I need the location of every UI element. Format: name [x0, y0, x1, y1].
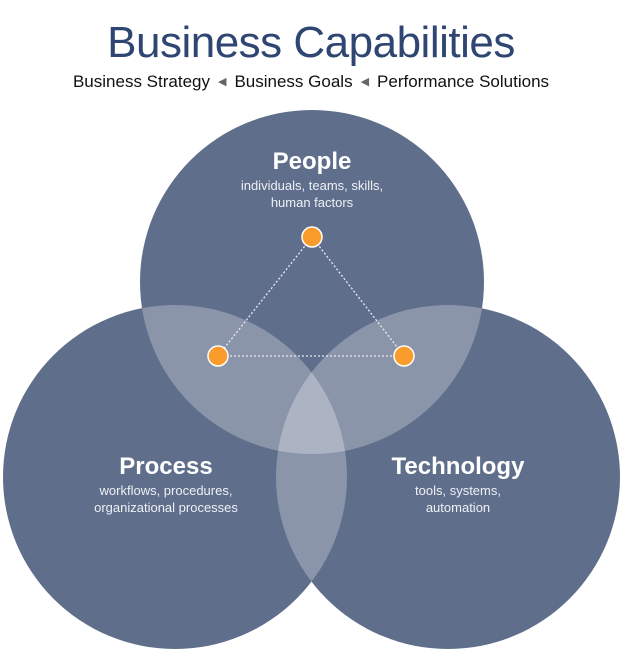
- process-desc-line2: organizational processes: [94, 500, 238, 515]
- overlap-people-process: [140, 305, 347, 454]
- node-people: [301, 226, 323, 248]
- circle-technology: [276, 305, 620, 649]
- flow-item-strategy: Business Strategy: [72, 72, 210, 91]
- people-desc-line1: individuals, teams, skills,: [240, 178, 384, 193]
- technology-desc-line1: tools, systems,: [415, 483, 501, 498]
- overlap-people-technology: [276, 305, 484, 454]
- circle-process: [3, 305, 347, 649]
- process-desc-line1: workflows, procedures,: [99, 483, 233, 498]
- people-desc-line2: human factors: [270, 195, 354, 210]
- label-technology: Technology tools, systems, automation: [338, 452, 578, 516]
- people-heading: People: [272, 148, 352, 175]
- flow-item-solutions: Performance Solutions: [377, 72, 550, 91]
- technology-desc-line2: automation: [425, 500, 491, 515]
- connector-triangle: [217, 236, 405, 357]
- node-technology: [393, 345, 415, 367]
- label-people: People individuals, teams, skills, human…: [192, 147, 432, 211]
- flow-item-goals: Business Goals: [234, 72, 353, 91]
- label-process: Process workflows, procedures, organizat…: [46, 452, 286, 516]
- triangle-left-icon: ◀: [360, 76, 370, 88]
- subtitle-flow: Business Strategy ◀ Business Goals ◀ Perform…: [0, 72, 622, 92]
- page-title: Business Capabilities: [107, 18, 515, 67]
- node-process: [207, 345, 229, 367]
- process-heading: Process: [119, 453, 213, 480]
- technology-heading: Technology: [391, 453, 525, 480]
- triangle-left-icon: ◀: [217, 76, 227, 88]
